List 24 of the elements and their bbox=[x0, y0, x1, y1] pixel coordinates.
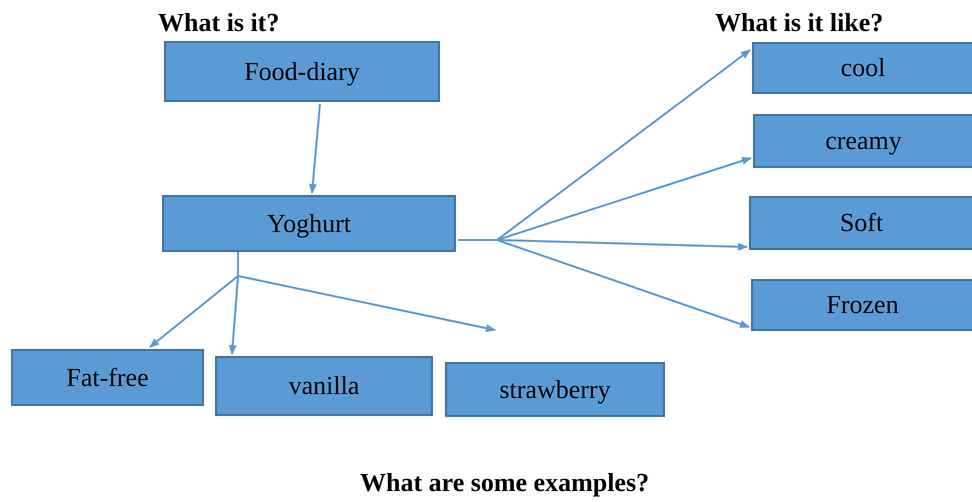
box-label: Food-diary bbox=[244, 56, 360, 86]
text-box bbox=[751, 279, 972, 331]
question-heading: What is it like? bbox=[715, 8, 884, 38]
text-box bbox=[445, 362, 665, 417]
text-box bbox=[11, 349, 204, 406]
box-label: creamy bbox=[825, 126, 902, 156]
box-label: vanilla bbox=[288, 371, 360, 401]
box-label: Frozen bbox=[826, 290, 899, 320]
arrow bbox=[237, 252, 496, 332]
box-label: Yoghurt bbox=[266, 208, 352, 238]
text-box bbox=[215, 356, 433, 416]
arrow bbox=[308, 104, 321, 194]
box-label: cool bbox=[840, 53, 886, 83]
arrow bbox=[458, 239, 750, 328]
text-box bbox=[753, 114, 972, 168]
box-label: strawberry bbox=[499, 374, 611, 404]
question-heading: What is it? bbox=[158, 8, 280, 38]
box-label: Fat-free bbox=[66, 362, 149, 392]
text-box bbox=[164, 41, 440, 102]
text-box bbox=[752, 42, 972, 94]
text-box bbox=[162, 195, 456, 252]
box-label: Soft bbox=[840, 208, 884, 238]
text-box bbox=[749, 196, 972, 250]
question-heading: What are some examples? bbox=[360, 468, 650, 498]
